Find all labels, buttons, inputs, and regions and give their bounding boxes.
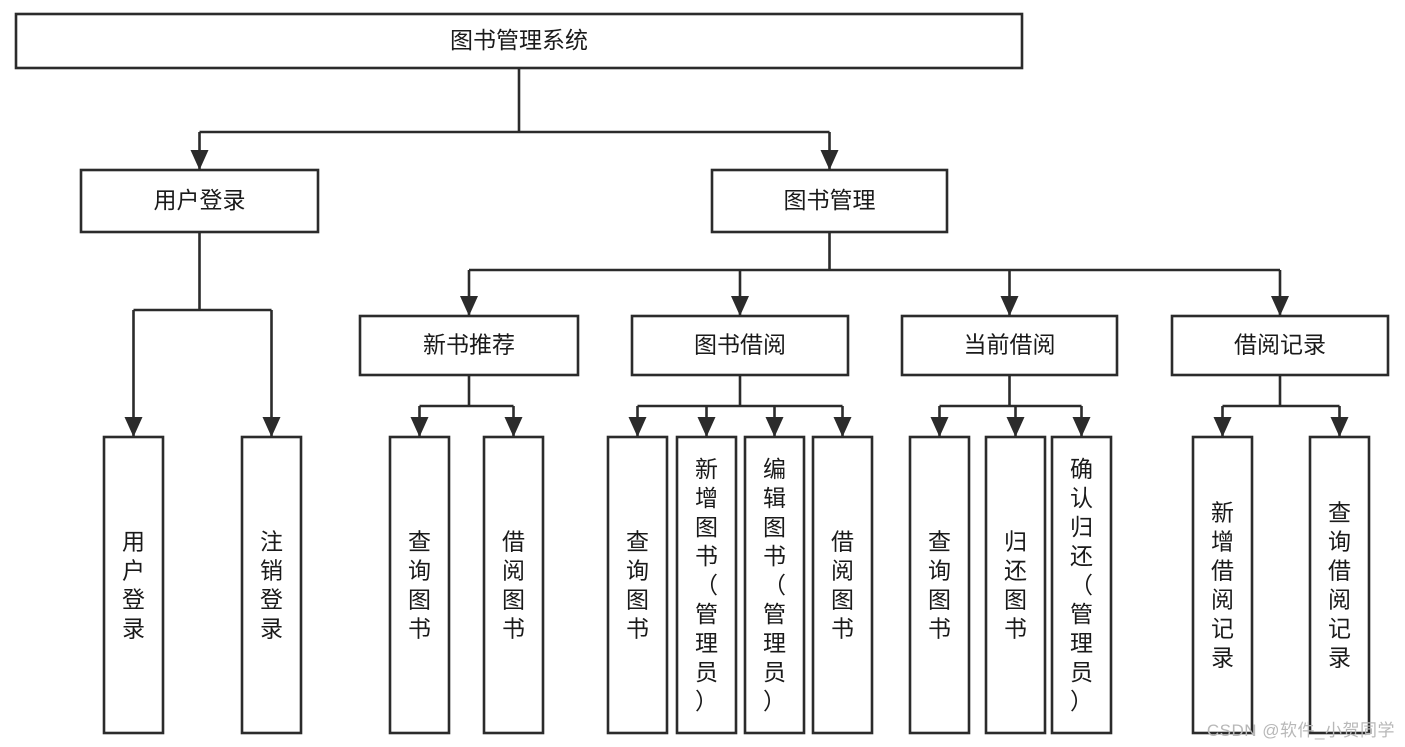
arrow-head-icon [1006,417,1025,437]
node-box[interactable] [1050,435,1113,735]
node-box[interactable] [675,435,738,735]
node-label: 当前借阅 [964,332,1056,358]
node-current-borrow[interactable]: 当前借阅 [900,314,1119,377]
arrow-head-icon [410,417,429,437]
node-box[interactable] [630,314,850,377]
node-box[interactable] [1191,435,1254,735]
node-layer: 图书管理系统用户登录图书管理新书推荐图书借阅当前借阅借阅记录用户登录注销登录查询… [14,12,1390,735]
arrow-head-icon [1330,417,1349,437]
node-label: 图书管理 [784,187,876,213]
node-label: 用户登录 [154,187,246,213]
node-label: 注销登录 [260,529,283,642]
arrow-head-icon [731,296,749,316]
node-box[interactable] [1170,314,1390,377]
node-leaf-add-record[interactable]: 新增借阅记录 [1191,435,1254,735]
node-leaf-add-book[interactable]: 新增图书（管理员） [675,435,738,735]
arrow-head-icon [1000,296,1019,316]
node-box[interactable] [482,435,545,735]
arrow-head-icon [504,417,523,437]
node-box[interactable] [79,168,320,234]
node-box[interactable] [14,12,1024,70]
arrow-head-icon [1213,417,1232,437]
arrow-head-icon [628,417,647,437]
node-label: 新书推荐 [423,332,515,358]
arrow-head-icon [765,417,784,437]
node-book-borrow[interactable]: 图书借阅 [630,314,850,377]
arrow-head-icon [1271,296,1289,316]
node-label: 编辑图书（管理员） [763,456,786,714]
node-leaf-user-logout[interactable]: 注销登录 [240,435,303,735]
node-label: 查询图书 [928,529,951,642]
node-label: 查询图书 [408,529,431,642]
node-leaf-borrow-book-rec[interactable]: 借阅图书 [482,435,545,735]
node-box[interactable] [606,435,669,735]
node-box[interactable] [1308,435,1371,735]
node-label: 确认归还（管理员） [1070,456,1093,714]
node-label: 归还图书 [1004,529,1027,642]
arrow-head-icon [124,417,143,437]
node-box[interactable] [358,314,580,377]
connector-layer [124,68,1349,437]
arrow-head-icon [820,150,839,170]
arrow-head-icon [833,417,852,437]
node-label: 查询借阅记录 [1328,500,1351,671]
node-box[interactable] [743,435,806,735]
node-box[interactable] [102,435,165,735]
node-leaf-borrow-book[interactable]: 借阅图书 [811,435,874,735]
node-leaf-query-record[interactable]: 查询借阅记录 [1308,435,1371,735]
node-box[interactable] [388,435,451,735]
node-box[interactable] [811,435,874,735]
node-leaf-user-login[interactable]: 用户登录 [102,435,165,735]
node-label: 借阅记录 [1234,332,1326,358]
node-label: 借阅图书 [502,529,525,642]
node-book-manage[interactable]: 图书管理 [710,168,949,234]
node-label: 用户登录 [122,529,145,642]
node-user-login[interactable]: 用户登录 [79,168,320,234]
arrow-head-icon [1072,417,1091,437]
node-label: 查询图书 [626,529,649,642]
node-leaf-edit-book[interactable]: 编辑图书（管理员） [743,435,806,735]
node-leaf-query-book-rec[interactable]: 查询图书 [388,435,451,735]
node-root[interactable]: 图书管理系统 [14,12,1024,70]
arrow-head-icon [190,150,209,170]
node-leaf-return-book[interactable]: 归还图书 [984,435,1047,735]
node-box[interactable] [900,314,1119,377]
node-label: 新增借阅记录 [1211,500,1234,671]
node-new-book-recommend[interactable]: 新书推荐 [358,314,580,377]
arrow-head-icon [262,417,281,437]
node-leaf-confirm-return[interactable]: 确认归还（管理员） [1050,435,1113,735]
arrow-head-icon [460,296,478,316]
node-leaf-query-book-current[interactable]: 查询图书 [908,435,971,735]
node-box[interactable] [240,435,303,735]
arrow-head-icon [930,417,949,437]
node-box[interactable] [984,435,1047,735]
arrow-head-icon [697,417,716,437]
node-label: 图书管理系统 [450,27,588,53]
node-label: 新增图书（管理员） [695,456,718,714]
node-borrow-record[interactable]: 借阅记录 [1170,314,1390,377]
node-label: 借阅图书 [831,529,854,642]
node-leaf-query-book-borrow[interactable]: 查询图书 [606,435,669,735]
node-label: 图书借阅 [694,332,786,358]
node-box[interactable] [710,168,949,234]
node-box[interactable] [908,435,971,735]
